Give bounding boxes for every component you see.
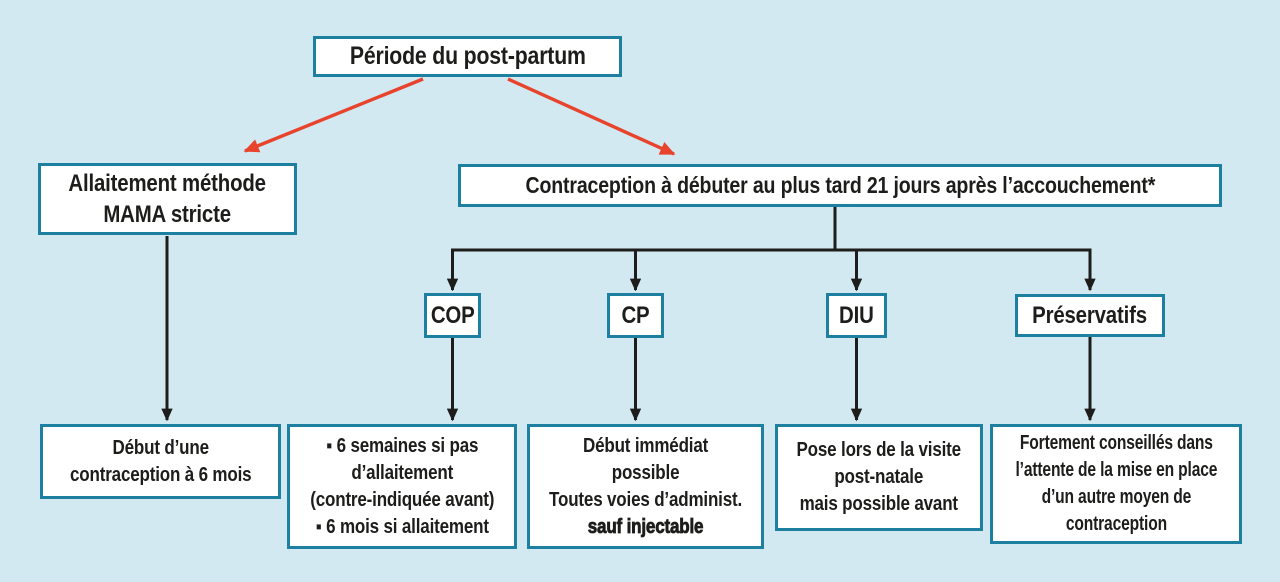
node-method-diu: DIU <box>826 293 887 338</box>
outcome-line: contraception à 6 mois <box>69 463 252 486</box>
node-method-cop: COP <box>424 293 481 338</box>
method-code: COP <box>430 301 475 329</box>
detail-line-emphasis: sauf injectable <box>587 515 704 538</box>
detail-line: post-natale <box>834 466 924 488</box>
method-code: DIU <box>839 301 874 329</box>
detail-line: d’un autre moyen de <box>1041 486 1191 508</box>
node-detail-cp: Début immédiat possible Toutes voies d’a… <box>527 424 764 549</box>
detail-line: ▪ 6 semaines si pas <box>325 434 479 457</box>
detail-line: ▪ 6 mois si allaitement <box>315 515 489 538</box>
node-contraception-21-jours: Contraception à débuter au plus tard 21 … <box>458 164 1222 207</box>
node-label-line: Allaitement méthode <box>68 170 267 197</box>
node-method-cp: CP <box>607 293 664 338</box>
node-label-line: MAMA stricte <box>103 201 232 228</box>
method-code: Préservatifs <box>1032 301 1148 329</box>
node-outcome-mama: Début d’une contraception à 6 mois <box>40 424 281 499</box>
detail-line: mais possible avant <box>799 493 959 515</box>
detail-line: Fortement conseillés dans <box>1019 432 1213 454</box>
node-detail-preservatifs: Fortement conseillés dans l’attente de l… <box>990 424 1242 544</box>
node-label: Période du post-partum <box>349 42 586 70</box>
node-periode-post-partum: Période du post-partum <box>313 36 622 77</box>
detail-line: (contre-indiquée avant) <box>309 488 495 511</box>
detail-line: Pose lors de la visite <box>796 439 962 461</box>
detail-line: Début immédiat <box>582 434 709 457</box>
detail-line: contraception <box>1065 513 1167 535</box>
node-detail-cop: ▪ 6 semaines si pas d’allaitement (contr… <box>287 424 517 549</box>
node-allaitement-mama: Allaitement méthode MAMA stricte <box>38 163 297 235</box>
detail-line: possible <box>611 461 680 484</box>
detail-line: d’allaitement <box>351 461 453 484</box>
arrow-root-to-mama <box>243 77 424 153</box>
detail-line: Toutes voies d’administ. <box>548 488 743 511</box>
detail-line: l’attente de la mise en place <box>1015 459 1217 481</box>
node-label: Contraception à débuter au plus tard 21 … <box>525 172 1155 198</box>
method-code: CP <box>621 301 650 329</box>
node-method-preservatifs: Préservatifs <box>1015 294 1165 337</box>
node-detail-diu: Pose lors de la visite post-natale mais … <box>775 424 983 531</box>
outcome-line: Début d’une <box>112 436 209 459</box>
arrow-root-to-contraception <box>507 77 676 156</box>
